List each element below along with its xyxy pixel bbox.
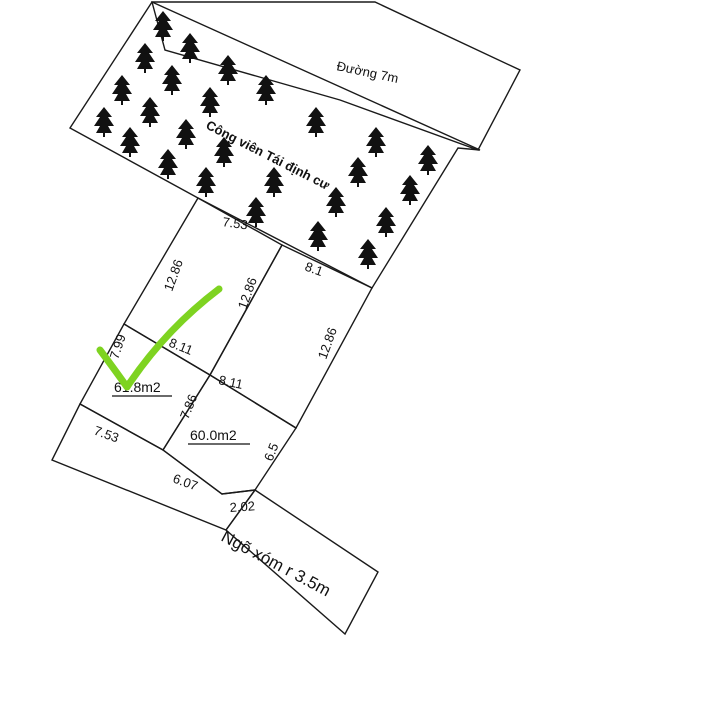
tree-icon — [162, 65, 182, 95]
dim-65: 6.5 — [261, 441, 282, 463]
tree-icon — [176, 119, 196, 149]
dim-799: 7.99 — [107, 332, 129, 361]
tree-icon — [120, 127, 140, 157]
tree-icon — [135, 43, 155, 73]
bottom-strip — [51, 403, 257, 531]
area-right-label: 60.0m2 — [190, 427, 237, 443]
tree-icon — [214, 137, 234, 167]
tree-icon — [256, 75, 276, 105]
dim-786: 7.86 — [177, 392, 200, 421]
tree-icon — [180, 33, 200, 63]
tree-icon — [140, 97, 160, 127]
tree-icon — [418, 145, 438, 175]
tree-icon — [326, 187, 346, 217]
tree-icon — [246, 197, 266, 227]
dim-811-a: 8.11 — [167, 335, 195, 358]
dim-202: 2.02 — [229, 498, 255, 515]
tree-icon — [196, 167, 216, 197]
dim-81: 8.1 — [303, 259, 325, 279]
tree-icon — [218, 55, 238, 85]
tree-icon — [200, 87, 220, 117]
dim-753-bottom: 7.53 — [92, 423, 121, 446]
park-trees — [94, 11, 438, 269]
tree-icon — [306, 107, 326, 137]
tree-icon — [112, 75, 132, 105]
dim-811-b: 8.11 — [217, 372, 244, 392]
lane-area — [225, 489, 379, 636]
lane-label: Ngõ xóm r 3.5m — [218, 527, 334, 601]
tree-icon — [366, 127, 386, 157]
checkmark-icon — [96, 285, 223, 391]
tree-icon — [94, 107, 114, 137]
road-7m-label: Đường 7m — [335, 58, 399, 86]
tree-icon — [308, 221, 328, 251]
tree-icon — [400, 175, 420, 205]
tree-icon — [358, 239, 378, 269]
dim-1286-c: 12.86 — [315, 325, 340, 361]
dim-1286-b: 12.86 — [235, 275, 260, 311]
tree-icon — [376, 207, 396, 237]
dim-1286-a: 12.86 — [161, 257, 186, 293]
tree-icon — [264, 167, 284, 197]
tree-icon — [153, 11, 173, 41]
dim-753-top: 7.53 — [222, 214, 249, 232]
tree-icon — [348, 157, 368, 187]
lot-right — [209, 244, 373, 429]
tree-icon — [158, 149, 178, 179]
